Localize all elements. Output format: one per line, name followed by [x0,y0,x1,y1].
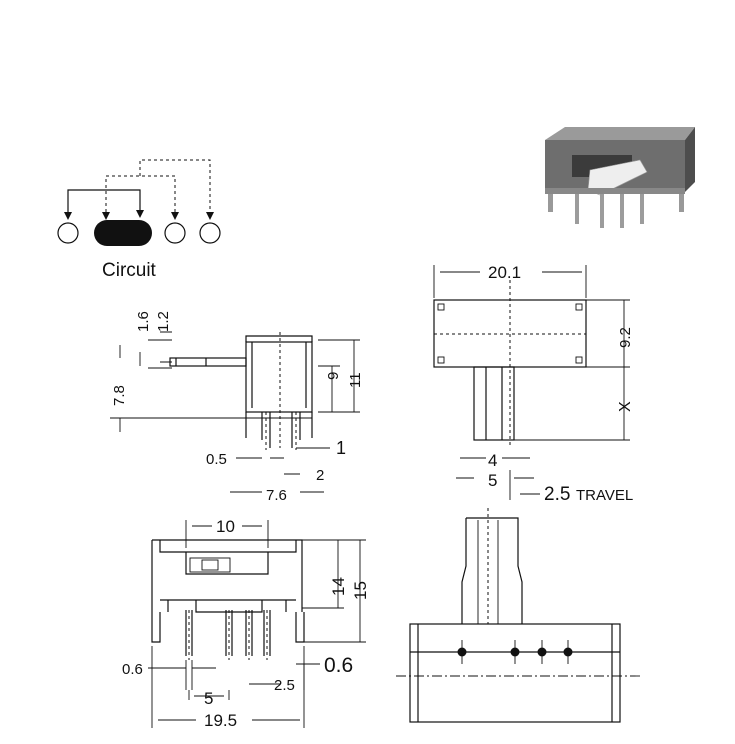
dim-19-5: 19.5 [204,711,237,730]
dim-7-6: 7.6 [266,487,287,504]
arrow-icon [171,212,179,220]
dim-1-2: 1.2 [155,311,172,332]
side-view: 1.6 1.2 7.8 9 11 0.5 1 2 7.6 [110,311,364,504]
contact-bar [94,220,152,246]
dim-5-front: 5 [204,689,213,708]
dim-20-1: 20.1 [488,263,521,282]
dim-9-2: 9.2 [617,327,634,348]
dim-1-6: 1.6 [135,311,152,332]
bottom-view [396,508,640,723]
dim-14: 14 [329,577,348,596]
circuit-dash-link-1 [105,175,176,218]
dim-9: 9 [325,372,342,380]
arrow-icon [136,210,144,218]
side-body [245,341,313,413]
terminal-1 [57,222,79,244]
top-view: 20.1 9.2 X 4 5 2.5 TRAVEL [433,263,634,505]
dim-travel-value: 2.5 [544,484,570,505]
circuit-dash-link-2 [139,159,211,218]
arrow-icon [102,212,110,220]
side-actuator [169,357,247,367]
circuit-symbol: Circuit [57,159,221,281]
dim-2: 2 [316,467,324,484]
dim-5: 5 [488,471,497,490]
dim-11: 11 [347,372,364,388]
dim-0-6-right: 0.6 [324,654,353,677]
dim-1: 1 [336,438,346,458]
dim-2-5: 2.5 [274,677,295,694]
dim-10: 10 [216,517,235,536]
dim-0-5: 0.5 [206,451,227,468]
product-photo [545,127,695,228]
dim-x: X [617,401,634,412]
circuit-solid-link [67,189,141,218]
bottom-body [409,623,621,723]
arrow-icon [64,212,72,220]
front-view: 10 14 15 0.6 0.6 5 2.5 19.5 [122,517,370,730]
dim-0-6-left: 0.6 [122,661,143,678]
circuit-label: Circuit [102,260,157,281]
dim-15: 15 [351,581,370,600]
dim-7-8: 7.8 [111,385,128,406]
top-actuator [473,366,515,441]
arrow-icon [206,212,214,220]
terminal-3 [164,222,186,244]
dim-travel-word: TRAVEL [576,487,633,504]
terminal-4 [199,222,221,244]
dim-4: 4 [488,451,497,470]
